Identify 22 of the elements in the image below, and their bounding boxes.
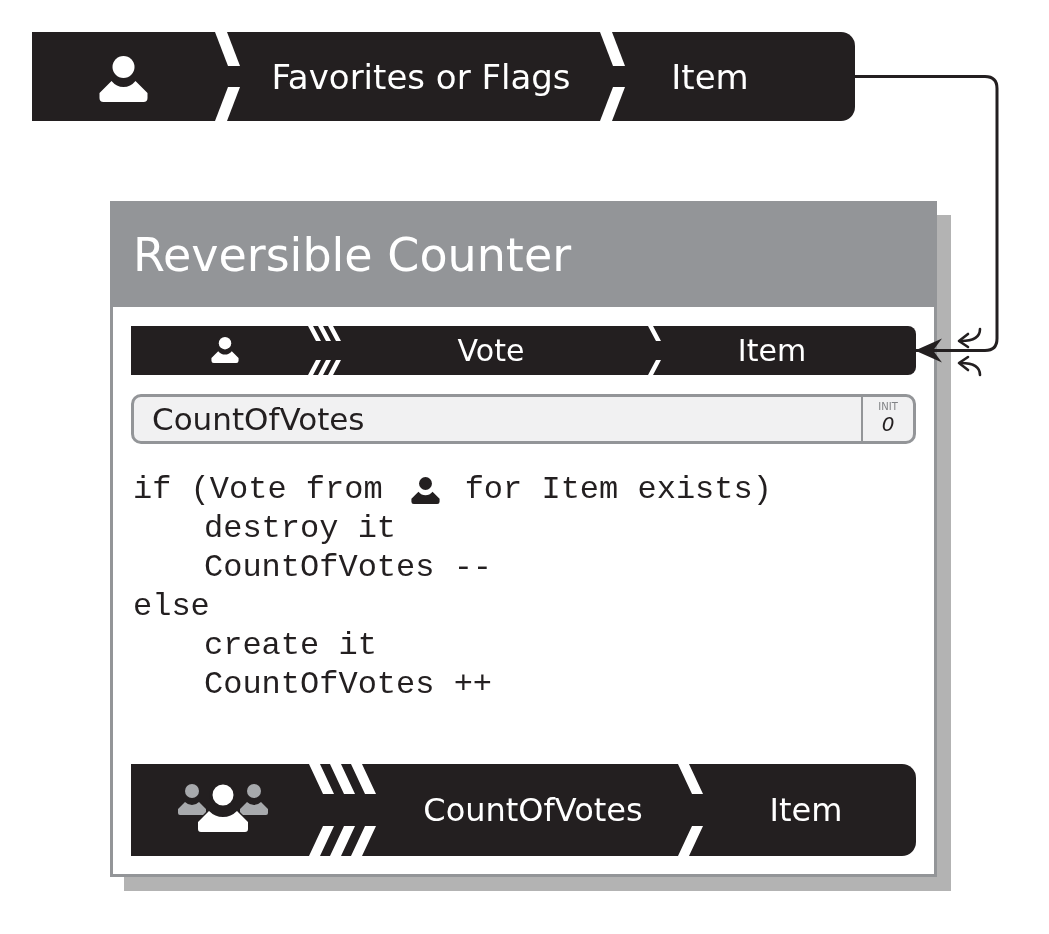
segmented-bar: [32, 32, 855, 121]
segmented-bar: [131, 764, 916, 856]
bar-label: Favorites or Flags: [271, 59, 571, 94]
bar-label: Item: [737, 335, 807, 366]
code-line: for Item exists): [464, 474, 772, 506]
code-line: if (Vote from: [133, 474, 383, 506]
variable-field: [131, 394, 916, 444]
bar-label: Vote: [457, 335, 525, 366]
bar-label: Item: [769, 794, 843, 826]
code-line: create it: [204, 630, 377, 662]
bar-label: Item: [671, 59, 749, 94]
connector-arrow: [855, 75, 999, 363]
init-caption: INIT: [878, 402, 898, 412]
segmented-bar: [131, 326, 916, 375]
code-line: else: [133, 591, 210, 623]
code-line: CountOfVotes ++: [204, 669, 493, 701]
card-header: Reversible Counter: [113, 204, 934, 307]
code-line: CountOfVotes --: [204, 552, 493, 584]
init-value: 0: [881, 414, 895, 434]
code-line: destroy it: [204, 513, 397, 545]
bar-label: CountOfVotes: [423, 794, 643, 826]
variable-name: CountOfVotes: [152, 403, 365, 435]
